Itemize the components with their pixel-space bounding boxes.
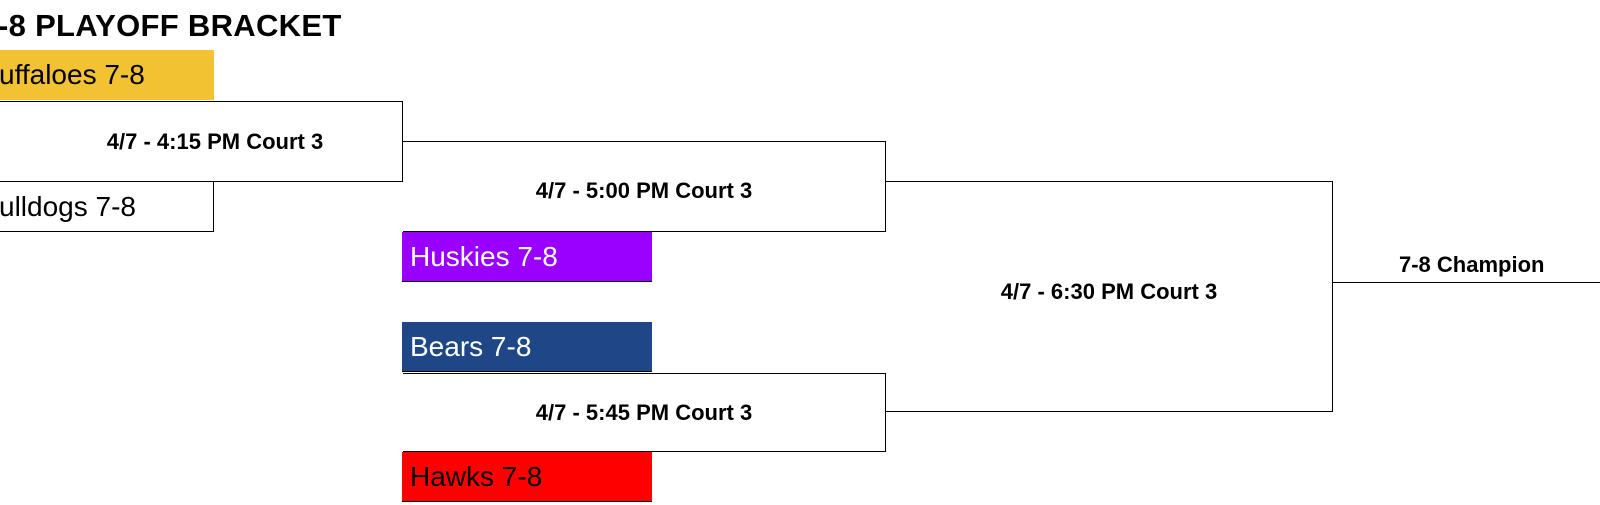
team-bulldogs: ulldogs 7-8	[0, 182, 214, 232]
team-bears: Bears 7-8	[402, 322, 652, 372]
game-semifinal-1: 4/7 - 5:00 PM Court 3	[403, 141, 886, 232]
team-hawks: Hawks 7-8	[402, 452, 652, 502]
game-time-label: 4/7 - 6:30 PM Court 3	[1000, 278, 1218, 304]
game-time-label: 4/7 - 5:45 PM Court 3	[535, 399, 753, 425]
team-buffaloes: uffaloes 7-8	[0, 50, 214, 100]
team-huskies: Huskies 7-8	[402, 232, 652, 282]
game-time-label: 4/7 - 4:15 PM Court 3	[106, 128, 324, 154]
game-semifinal-2: 4/7 - 5:45 PM Court 3	[403, 373, 886, 452]
game-quarterfinal-1: 4/7 - 4:15 PM Court 3	[0, 101, 403, 182]
bracket-title: -8 PLAYOFF BRACKET	[0, 8, 342, 43]
game-time-label: 4/7 - 5:00 PM Court 3	[535, 177, 753, 203]
champion-line	[1333, 282, 1600, 283]
game-final: 4/7 - 6:30 PM Court 3	[886, 181, 1333, 412]
champion-label: 7-8 Champion	[1399, 252, 1545, 277]
